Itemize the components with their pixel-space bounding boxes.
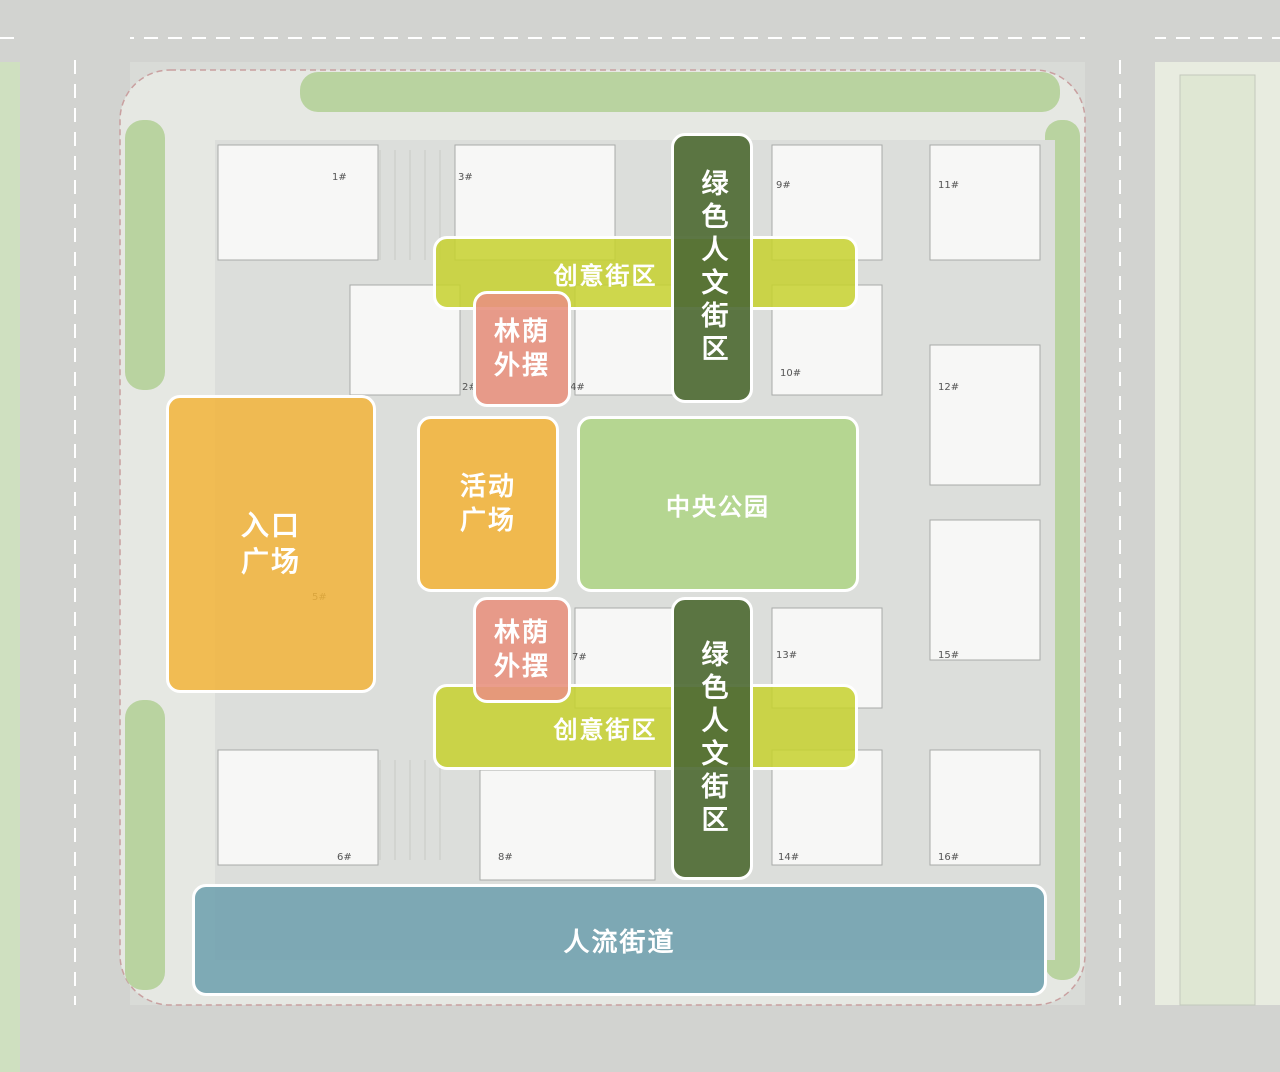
building-label: 12# <box>938 382 960 393</box>
pedestrian-street-zone: 人流街道 <box>192 884 1047 996</box>
shade-stalls-bottom-zone: 林荫 外摆 <box>473 597 571 703</box>
shade-stalls-top-label: 林荫 外摆 <box>493 317 550 381</box>
building-label: 10# <box>780 368 802 379</box>
central-park-zone: 中央公园 <box>577 416 859 592</box>
building-label: 7# <box>572 652 587 663</box>
pedestrian-street-label: 人流街道 <box>563 927 676 958</box>
green-street-bottom-label: 绿色人文街区 <box>696 639 728 838</box>
shade-stalls-bottom-label: 林荫 外摆 <box>493 618 550 682</box>
entrance-plaza-label: 入口 广场 <box>240 509 301 578</box>
creative-block-top-label: 创意街区 <box>553 261 658 290</box>
building-label: 1# <box>332 172 347 183</box>
creative-block-bottom-label: 创意街区 <box>553 715 658 744</box>
central-park-label: 中央公园 <box>666 492 770 521</box>
building-label: 8# <box>498 852 513 863</box>
building-label: 16# <box>938 852 960 863</box>
green-street-top-label: 绿色人文街区 <box>696 169 728 367</box>
building-label: 2# <box>462 382 477 393</box>
green-street-bottom-zone: 绿色人文街区 <box>671 597 753 880</box>
activity-plaza-zone: 活动 广场 <box>417 416 559 592</box>
entrance-plaza-zone: 入口 广场 <box>166 395 376 693</box>
building-label: 14# <box>778 852 800 863</box>
building-label: 4# <box>570 382 585 393</box>
building-label: 15# <box>938 650 960 661</box>
building-label: 9# <box>776 180 791 191</box>
building-label: 11# <box>938 180 960 191</box>
shade-stalls-top-zone: 林荫 外摆 <box>473 291 571 407</box>
green-street-top-zone: 绿色人文街区 <box>671 133 753 403</box>
activity-plaza-label: 活动 广场 <box>459 472 516 536</box>
building-label: 13# <box>776 650 798 661</box>
building-label: 3# <box>458 172 473 183</box>
building-label: 6# <box>337 852 352 863</box>
